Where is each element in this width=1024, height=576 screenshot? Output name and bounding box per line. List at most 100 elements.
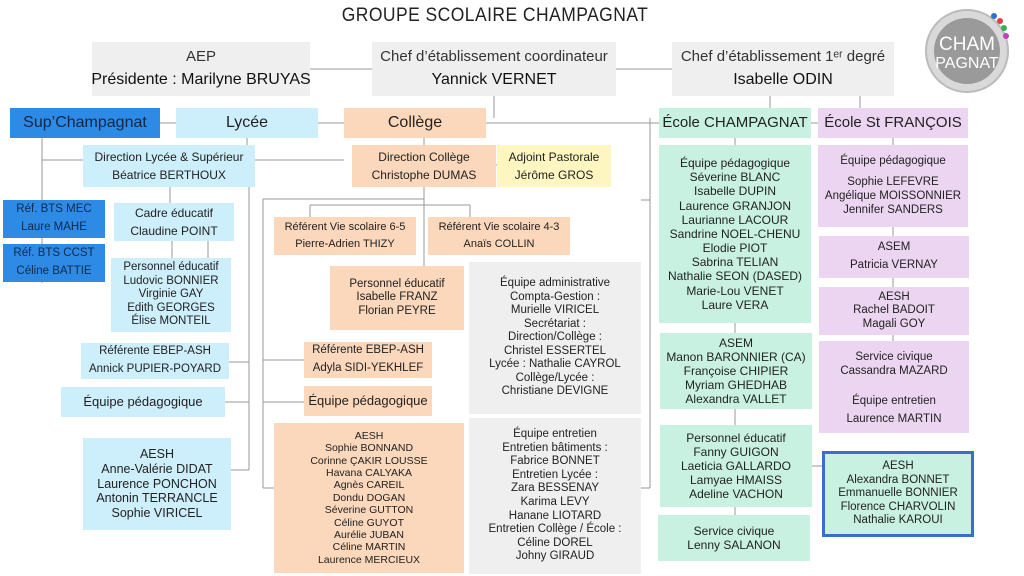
box-peda-college: Équipe pédagogique <box>304 386 432 416</box>
box-line: Manon BARONNIER (CA) <box>666 349 806 364</box>
box-line: Adyla SIDI-YEKHLEF <box>312 362 424 374</box>
box-line: Nathalie SEON (DASED) <box>667 269 803 284</box>
box-heading: Collège <box>387 113 443 131</box>
box-heading: AESH <box>878 290 910 303</box>
box-line: Laurence GRANJON <box>678 198 792 213</box>
box-line: Annick PUPIER-POYARD <box>88 363 222 375</box>
box-heading: Adjoint Pastorale <box>508 149 600 164</box>
box-heading: ASEM <box>718 335 753 350</box>
box-line: Edith GEORGES <box>127 301 215 314</box>
box-sup: Sup’Champagnat <box>10 108 160 138</box>
box-line: Emmanuelle BONNIER <box>838 487 958 500</box>
box-line: Présidente : Marilyne BRUYAS <box>91 71 311 89</box>
box-line: Christophe DUMAS <box>371 168 477 182</box>
box-line: Élise MONTEIL <box>131 315 211 328</box>
box-heading: Réf. BTS CCST <box>13 247 95 260</box>
box-line: Lamyae HMAISS <box>689 473 783 488</box>
box-line: Johny GIRAUD <box>515 550 595 563</box>
box-line: Anne-Valérie DIDAT <box>101 461 213 476</box>
box-line: Compta-Gestion : <box>509 290 601 303</box>
box-line: Marie-Lou VENET <box>686 283 784 298</box>
box-ecole-champagnat: École CHAMPAGNAT <box>659 108 811 138</box>
box-heading: Équipe pédagogique <box>679 156 791 171</box>
box-line: Sandrine NOEL-CHENU <box>669 226 801 241</box>
box-heading: Équipe entretien <box>852 395 936 408</box>
box-line: Nathalie KAROUI <box>853 514 943 527</box>
box-heading: Chef d’établissement coordinateur <box>380 47 608 65</box>
box-heading: Cadre éducatif <box>134 205 214 220</box>
box-line: Laeticia GALLARDO <box>680 458 792 473</box>
box-line: Lenny SALANON <box>687 538 781 552</box>
box-line: Myriam GHEDHAB <box>684 378 787 393</box>
box-line: Christel ESSERTEL <box>503 344 607 357</box>
box-heading: Réf. BTS MEC <box>16 203 92 216</box>
box-bts-ccst: Réf. BTS CCST Céline BATTIE <box>3 244 105 282</box>
box-heading: Direction Collège <box>378 149 470 164</box>
box-line: Magali GOY <box>862 317 926 330</box>
box-line: Karima LEVY <box>520 496 590 508</box>
box-ebep-college: Référente EBEP-ASH Adyla SIDI-YEKHLEF <box>304 342 432 378</box>
box-heading: Référente EBEP-ASH <box>312 344 424 357</box>
box-line: Alexandra BONNET <box>846 473 950 486</box>
box-heading: Lycée <box>225 113 269 131</box>
box-heading: Sup’Champagnat <box>23 113 147 131</box>
box-heading: Équipe entretien <box>513 428 597 441</box>
box-line: Entretien Lycée : <box>512 468 598 481</box>
box-line: Séverine GUTTON <box>324 504 414 517</box>
box-line: Céline DOREL <box>517 536 593 549</box>
box-line: Hanane LIOTARD <box>508 509 602 522</box>
box-aep: AEP Présidente : Marilyne BRUYAS <box>91 42 311 96</box>
box-line: Aurélie JUBAN <box>333 528 405 541</box>
box-line: Florian PEYRE <box>358 304 436 317</box>
box-line: Jennifer SANDERS <box>843 203 943 216</box>
box-line: Virginie GAY <box>138 288 204 301</box>
box-line: Laure VERA <box>701 297 769 312</box>
box-line: Zara BESSENAY <box>511 482 599 495</box>
box-line: Isabelle FRANZ <box>356 291 438 304</box>
box-line: Secrétariat : <box>524 317 586 330</box>
box-heading: Service civique <box>693 523 775 538</box>
svg-text:CHAM: CHAM <box>939 34 995 55</box>
box-ecole-stf: École St FRANÇOIS <box>818 108 968 138</box>
box-heading: AEP <box>185 47 216 65</box>
box-line: Jérôme GROS <box>514 168 594 182</box>
box-line: Céline MARTIN <box>332 541 406 554</box>
box-line: Séverine BLANC <box>689 170 781 185</box>
box-heading: Équipe pédagogique <box>83 394 203 410</box>
box-line: Claudine POINT <box>130 224 218 238</box>
box-heading: Personnel éducatif <box>349 277 445 290</box>
box-line: Céline GUYOT <box>333 516 405 529</box>
box-heading: Équipe administrative <box>500 276 610 289</box>
box-lycee: Lycée <box>176 108 318 138</box>
box-line: Béatrice BERTHOUX <box>112 168 226 182</box>
box-line: Fabrice BONNET <box>510 455 600 468</box>
box-line: Laurianne LACOUR <box>681 212 789 227</box>
box-heading: Chef d’établissement 1ᵉʳ degré <box>680 47 886 65</box>
box-line: Lycée : Nathalie CAYROL <box>489 358 621 371</box>
box-line: Ludovic BONNIER <box>123 274 219 287</box>
box-heading: Équipe pédagogique <box>308 393 428 409</box>
box-line: Laurence MARTIN <box>846 413 942 425</box>
box-line: Antonin TERRANCLE <box>96 491 218 506</box>
box-line: Patricia VERNAY <box>850 259 938 271</box>
box-heading: École CHAMPAGNAT <box>662 114 808 132</box>
svg-text:PAGNAT: PAGNAT <box>935 55 999 72</box>
box-peda-lycee: Équipe pédagogique <box>61 387 225 417</box>
box-line: Céline BATTIE <box>16 265 92 277</box>
box-line: Entretien Collège / École : <box>488 523 622 536</box>
box-heading: Service civique <box>855 351 933 364</box>
box-line: Sophie BONNAND <box>324 442 414 455</box>
box-heading: Référent Vie scolaire 4-3 <box>438 221 560 234</box>
